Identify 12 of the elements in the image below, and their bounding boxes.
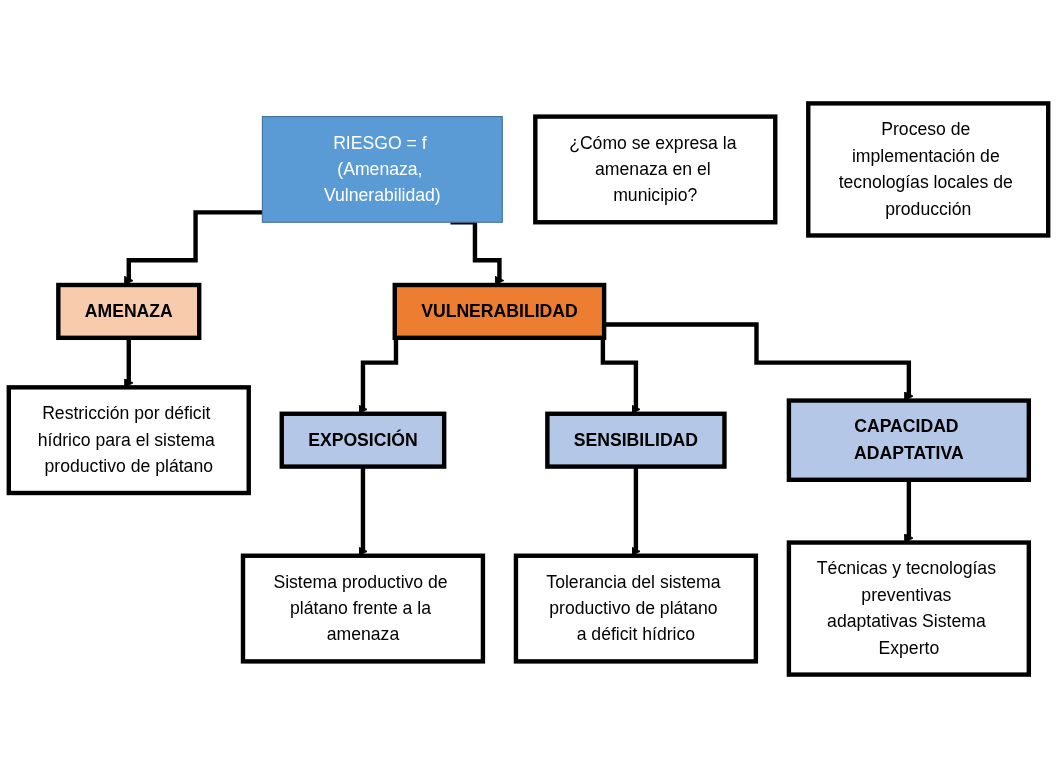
node-box: Restricción por déficit hídrico para el sistema productivo de plátano xyxy=(6,385,251,496)
node-box: Técnicas y tecnologías preventivas adaptativas Sistema Experto xyxy=(786,540,1031,677)
node-box: RIESGO = f (Amenaza, Vulnerabilidad) xyxy=(261,116,503,223)
node-box: CAPACIDAD ADAPTATIVA xyxy=(786,398,1031,482)
node-box: VULNERABILIDAD xyxy=(392,282,607,340)
node-box: EXPOSICIÓN xyxy=(279,411,447,469)
node-box: ¿Cómo se expresa la amenaza en el municipio? xyxy=(533,114,778,225)
node-box: Tolerancia del sistema productivo de plátano a déficit hídrico xyxy=(513,553,759,664)
node-box: SENSIBILIDAD xyxy=(545,411,727,469)
node-box: Sistema productivo de plátano frente a la amenaza xyxy=(240,553,486,664)
node-box: AMENAZA xyxy=(56,282,202,340)
node-box: Proceso de implementación de tecnologías locales de producción xyxy=(806,101,1051,238)
